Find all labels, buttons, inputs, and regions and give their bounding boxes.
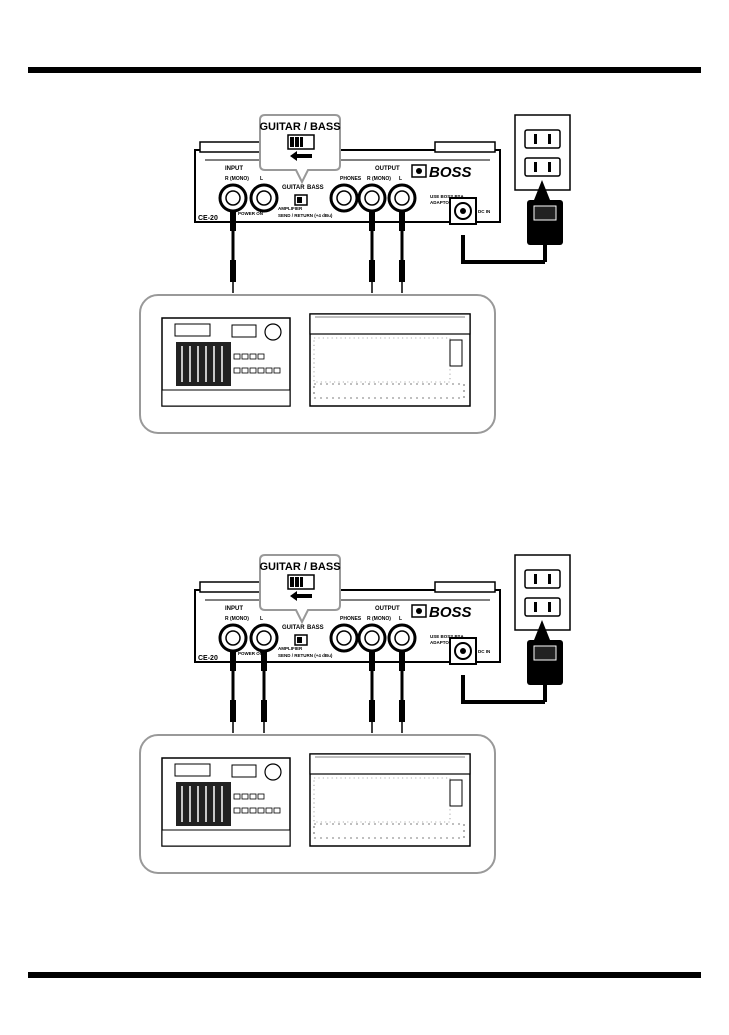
output-l-label: L <box>399 176 402 182</box>
cable-output-l <box>399 651 405 733</box>
brand-logo-text: BOSS <box>429 164 472 181</box>
ac-adaptor-icon <box>461 620 563 704</box>
output-label: OUTPUT <box>375 166 400 172</box>
input-l-jack <box>249 623 279 653</box>
output-l-label: L <box>399 616 402 622</box>
connection-diagram-stereo-input: BOSS INPUT R (MONO) L R (MONO) L OUTPUT … <box>130 550 640 880</box>
multitrack-recorder-icon <box>161 757 291 847</box>
mixer-icon <box>309 313 471 407</box>
bottom-rule <box>28 972 701 978</box>
power-on-label: POWER ON <box>238 651 263 656</box>
adaptor-label-1: USE BOSS PSA <box>430 194 465 199</box>
mixer-icon <box>309 753 471 847</box>
input-label: INPUT <box>225 166 243 172</box>
switch-guitar-label: GUITAR <box>282 185 305 191</box>
cable-output-r <box>369 651 375 733</box>
output-r-jack <box>357 183 387 213</box>
connection-diagram-mono-input: BOSS INPUT R (MONO) L R (MONO) L OUTPUT … <box>130 110 640 440</box>
boss-logo: BOSS <box>411 604 472 621</box>
output-label: OUTPUT <box>375 606 400 612</box>
model-label: CE-20 <box>198 215 218 222</box>
power-on-label: POWER ON <box>238 211 263 216</box>
dc-in-jack <box>449 197 477 225</box>
top-rule <box>28 67 701 73</box>
phones-jack <box>329 623 359 653</box>
output-r-label: R (MONO) <box>367 176 391 182</box>
amp-label: AMPLIFIER <box>278 206 303 211</box>
input-l-label: L <box>260 616 263 622</box>
output-r-jack <box>357 623 387 653</box>
switch-guitar-label: GUITAR <box>282 625 305 631</box>
guitar-bass-callout: GUITAR / BASS GUITAR BASS <box>259 114 341 191</box>
amp-label: AMPLIFIER <box>278 646 303 651</box>
phones-label: PHONES <box>340 176 362 182</box>
input-label: INPUT <box>225 606 243 612</box>
send-return-label: SEND / RETURN (+4 dBu) <box>278 653 333 658</box>
cable-output-l <box>399 211 405 293</box>
cable-input-l <box>261 651 267 733</box>
multitrack-recorder-icon <box>161 317 291 407</box>
phones-jack <box>329 183 359 213</box>
send-return-label: SEND / RETURN (+4 dBu) <box>278 213 333 218</box>
cable-input-r <box>230 651 236 733</box>
output-r-label: R (MONO) <box>367 616 391 622</box>
dc-in-label: DC IN <box>478 649 490 654</box>
callout-title: GUITAR / BASS <box>259 561 340 573</box>
adaptor-label-2: ADAPTOR ONLY <box>430 640 466 645</box>
input-r-label: R (MONO) <box>225 616 249 622</box>
output-l-jack <box>387 623 417 653</box>
input-l-label: L <box>260 176 263 182</box>
dc-in-label: DC IN <box>478 209 490 214</box>
arrow-left-icon <box>290 591 312 601</box>
callout-title: GUITAR / BASS <box>259 121 340 133</box>
wall-outlet-icon <box>514 554 571 631</box>
phones-label: PHONES <box>340 616 362 622</box>
ac-adaptor-icon <box>461 180 563 264</box>
wall-outlet-icon <box>514 114 571 191</box>
output-l-jack <box>387 183 417 213</box>
adaptor-label-2: ADAPTOR ONLY <box>430 200 466 205</box>
switch-bass-label: BASS <box>307 185 324 191</box>
brand-logo-text: BOSS <box>429 604 472 621</box>
input-r-jack <box>218 623 248 653</box>
arrow-left-icon <box>290 151 312 161</box>
switch-bass-label: BASS <box>307 625 324 631</box>
input-r-jack <box>218 183 248 213</box>
input-l-jack <box>249 183 279 213</box>
dc-in-jack <box>449 637 477 665</box>
cable-input-r <box>230 211 236 293</box>
guitar-bass-callout: GUITAR / BASS GUITAR BASS <box>259 554 341 631</box>
model-label: CE-20 <box>198 655 218 662</box>
cable-output-r <box>369 211 375 293</box>
adaptor-label-1: USE BOSS PSA <box>430 634 465 639</box>
boss-logo: BOSS <box>411 164 472 181</box>
input-r-label: R (MONO) <box>225 176 249 182</box>
